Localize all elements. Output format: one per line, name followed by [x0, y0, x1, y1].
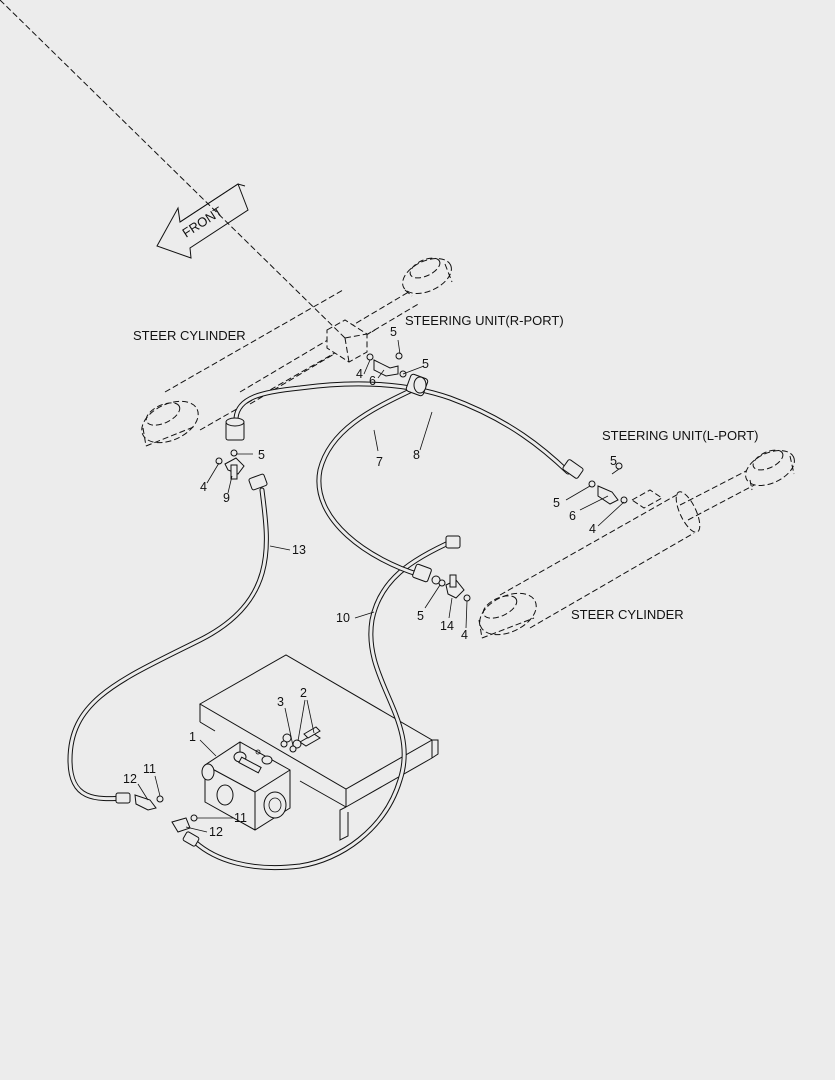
- callout-5: 5: [610, 454, 617, 468]
- callout-13: 13: [292, 543, 306, 557]
- fittings-14: [438, 574, 471, 602]
- steer-cylinder-left-label: STEER CYLINDER: [133, 328, 246, 343]
- callout-3: 3: [277, 695, 284, 709]
- callout-14: 14: [440, 619, 454, 633]
- callout-2: 2: [300, 686, 307, 700]
- fittings-9: [215, 449, 245, 480]
- steering-unit-l-label: STEERING UNIT(L-PORT): [602, 428, 759, 443]
- callout-4: 4: [461, 628, 468, 642]
- mounting-bracket: [198, 654, 439, 841]
- front-arrow: FRONT: [156, 183, 249, 259]
- fittings-l-port: [588, 462, 628, 505]
- callout-6: 6: [569, 509, 576, 523]
- callout-5: 5: [422, 357, 429, 371]
- callout-12: 12: [209, 825, 223, 839]
- callout-9: 9: [223, 491, 230, 505]
- fittings-11-12: [156, 795, 198, 822]
- callout-6: 6: [369, 374, 376, 388]
- hose-10: [171, 535, 461, 871]
- callout-12: 12: [123, 772, 137, 786]
- steer-cylinder-right: [478, 449, 795, 639]
- hose-13: [67, 473, 269, 811]
- callout-11: 11: [234, 811, 247, 825]
- callout-5: 5: [417, 609, 424, 623]
- callout-11: 11: [143, 762, 156, 776]
- steer-cylinder-left: [0, 0, 453, 447]
- callout-5: 5: [553, 496, 560, 510]
- priority-valve: [201, 741, 291, 831]
- callout-5: 5: [258, 448, 265, 462]
- leader-lines: [137, 339, 625, 833]
- hose-7: [316, 387, 441, 585]
- callout-4: 4: [200, 480, 207, 494]
- callout-4: 4: [356, 367, 363, 381]
- callout-8: 8: [413, 448, 420, 462]
- steer-cylinder-right-label: STEER CYLINDER: [571, 607, 684, 622]
- mounting-bolts: [280, 726, 321, 753]
- callout-1: 1: [189, 730, 196, 744]
- steering-unit-r-label: STEERING UNIT(R-PORT): [405, 313, 564, 328]
- hose-8: [225, 373, 584, 479]
- callout-10: 10: [336, 611, 350, 625]
- callout-7: 7: [376, 455, 383, 469]
- callout-5: 5: [390, 325, 397, 339]
- callout-4: 4: [589, 522, 596, 536]
